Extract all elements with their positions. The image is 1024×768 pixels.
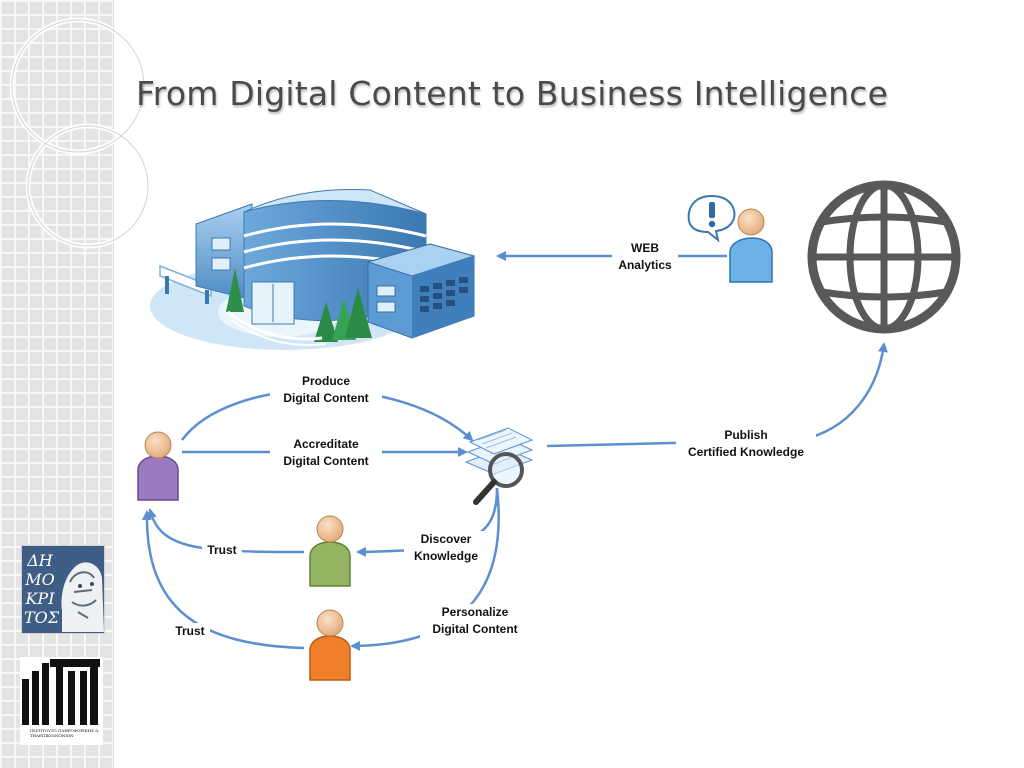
- sidebar-circle-decoration: [9, 17, 151, 249]
- web-user-icon: [687, 194, 773, 283]
- consumer-user-orange-icon: [309, 609, 351, 681]
- personalize-arrow: [350, 487, 500, 651]
- publish-label: Publish Certified Knowledge: [676, 427, 816, 461]
- web-analytics-label: WEB Analytics: [612, 240, 678, 274]
- trust-lower-arrow: [141, 510, 305, 650]
- globe-icon: [807, 180, 961, 334]
- trust-lower-label: Trust: [170, 623, 210, 640]
- slide-title: From Digital Content to Business Intelli…: [136, 74, 889, 113]
- documents-magnifier-icon: [464, 427, 534, 505]
- discover-label: Discover Knowledge: [404, 531, 488, 565]
- iit-caption: ΙΝΣΤΙΤΟΥΤΟ ΠΛΗΡΟΦΟΡΙΚΗΣ & ΤΗΛΕΠΙΚΟΙΝΩΝΙΩ…: [30, 728, 99, 738]
- bust-portrait-icon: [61, 562, 104, 632]
- produce-label: Produce Digital Content: [270, 373, 382, 407]
- iit-logo: ΙΝΣΤΙΤΟΥΤΟ ΠΛΗΡΟΦΟΡΙΚΗΣ & ΤΗΛΕΠΙΚΟΙΝΩΝΙΩ…: [20, 657, 103, 745]
- trust-upper-arrow: [147, 508, 305, 554]
- building-icon: [150, 189, 476, 350]
- personalize-label: Personalize Digital Content: [420, 604, 530, 638]
- consumer-user-green-icon: [309, 515, 351, 587]
- accreditate-label: Accreditate Digital Content: [270, 436, 382, 470]
- arrows: [141, 251, 888, 651]
- trust-upper-label: Trust: [202, 542, 242, 559]
- producer-user-icon: [137, 431, 179, 501]
- iit-emblem-icon: [20, 657, 103, 727]
